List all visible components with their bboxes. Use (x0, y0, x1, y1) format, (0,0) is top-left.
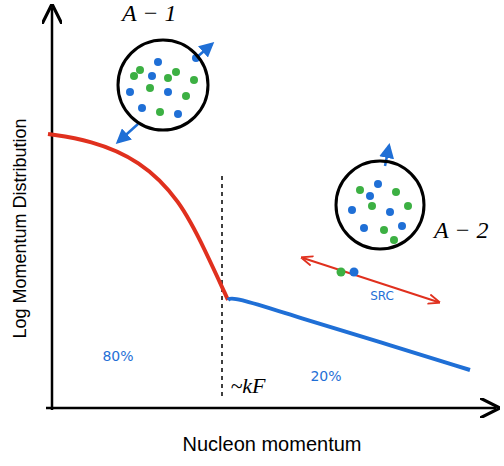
nucleus-boundary (336, 161, 424, 249)
nucleon-dot (360, 224, 368, 232)
nucleon-dot (348, 206, 356, 214)
nucleon-dot (154, 58, 162, 66)
nucleon-dot (172, 68, 180, 76)
fraction-label: 80% (102, 348, 133, 364)
src-nucleon (350, 268, 359, 277)
axis-title: Log Momentum Distribution (10, 118, 31, 338)
y-axis (51, 8, 54, 410)
nucleon-dot (164, 74, 172, 82)
nucleon-dot (380, 226, 388, 234)
fraction-label: 20% (310, 368, 341, 384)
nucleus-outline (334, 159, 426, 251)
nucleon-dot (368, 202, 376, 210)
nucleon-dot (356, 186, 364, 194)
fermi-momentum-label: ~kF (230, 373, 265, 399)
nucleon-dot (366, 192, 374, 200)
nucleon-dot (374, 180, 382, 188)
nucleon-dot (404, 202, 412, 210)
nucleon-dot (390, 236, 398, 244)
nucleon-dot (174, 110, 182, 118)
nucleus-circle: A − 2 (334, 159, 426, 251)
nucleon-dot (386, 208, 394, 216)
nucleon-dot (126, 88, 134, 96)
nucleus-boundary (118, 40, 208, 130)
nucleus-circle: A − 1 (116, 38, 210, 132)
src-pair-arrow (303, 258, 438, 302)
recoil-arrow (118, 124, 138, 142)
x-axis (46, 407, 496, 410)
nucleon-dot (190, 76, 198, 84)
nucleon-dot (130, 72, 138, 80)
nucleon-dot (164, 88, 172, 96)
src-label: SRC (370, 289, 394, 303)
src-nucleon (337, 268, 346, 277)
mean-field-curve (48, 134, 228, 300)
nucleon-dot (136, 66, 144, 74)
nucleon-dot (146, 84, 154, 92)
src-tail-curve (228, 298, 470, 370)
nucleon-dot (138, 104, 146, 112)
nucleus-label: A − 1 (122, 0, 176, 27)
nucleon-dot (156, 108, 164, 116)
nucleon-dot (398, 222, 406, 230)
nucleus-outline (116, 38, 210, 132)
nucleus-label: A − 2 (434, 217, 488, 244)
nucleon-dot (392, 188, 400, 196)
nucleon-dot (182, 92, 190, 100)
nucleon-dot (148, 72, 156, 80)
axis-title: Nucleon momentum (183, 433, 362, 456)
